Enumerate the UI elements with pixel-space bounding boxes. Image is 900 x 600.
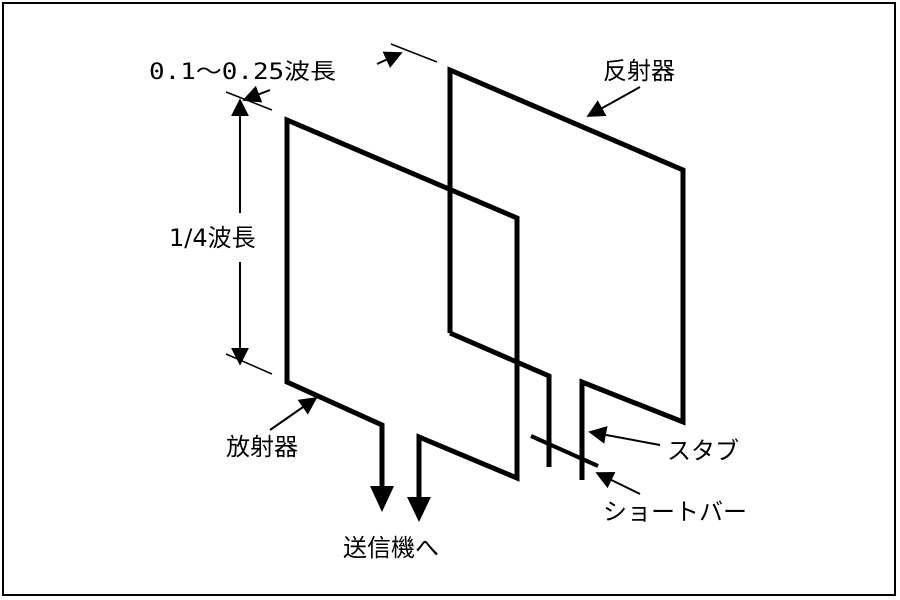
label-reflector: 反射器 [603,57,675,85]
radiator-element [284,116,520,507]
leader-radiator [269,396,318,431]
dim-arrow-spacing-right [376,51,403,68]
dim-tick-bottom [225,353,273,375]
dim-tick-spacing [390,43,438,63]
dim-tick-top [225,91,273,111]
short-bar [530,434,599,468]
label-spacing: 0.1〜0.25波長 [149,60,336,85]
feed-arrow-left [370,486,394,512]
leader-stub [588,426,661,446]
reflector-stub-left [449,330,552,467]
label-height: 1/4波長 [169,224,256,252]
label-stub: スタブ [667,437,739,465]
label-to-transmitter: 送信機へ [343,534,439,562]
leader-short-bar [595,472,641,495]
label-short-bar: ショートバー [603,498,747,526]
leader-reflector [586,86,641,117]
reflector-element [447,66,686,480]
label-radiator: 放射器 [226,433,298,461]
dim-arrow-spacing-left [242,85,271,103]
feed-arrow-right [407,497,431,522]
